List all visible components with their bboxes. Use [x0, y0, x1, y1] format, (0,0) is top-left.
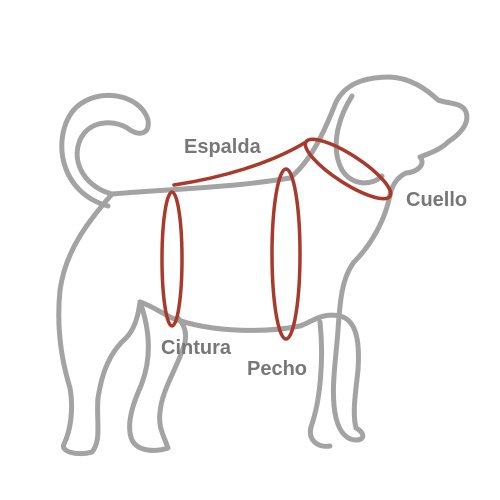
- cuello-measure-ring: [303, 137, 393, 201]
- dog-inner-front-leg: [297, 312, 361, 373]
- dog-outline: [56, 74, 470, 457]
- dog-back-and-head: [109, 74, 470, 198]
- dog-front: [330, 192, 393, 443]
- measurement-marks: [160, 137, 393, 341]
- cintura-label: Cintura: [161, 337, 231, 359]
- dog-hind-leg-outer: [56, 191, 143, 457]
- espalda-label: Espalda: [184, 136, 261, 158]
- cintura-measure-ring: [160, 190, 184, 328]
- cuello-label: Cuello: [406, 189, 468, 211]
- pecho-measure-ring: [270, 167, 302, 341]
- dog-hind-leg-inner: [127, 299, 189, 453]
- espalda-measure-line: [172, 140, 308, 187]
- dog-ear: [333, 93, 385, 186]
- pecho-label: Pecho: [247, 358, 308, 380]
- dog-tail: [59, 92, 151, 209]
- dog-front-leg-rear: [308, 319, 333, 449]
